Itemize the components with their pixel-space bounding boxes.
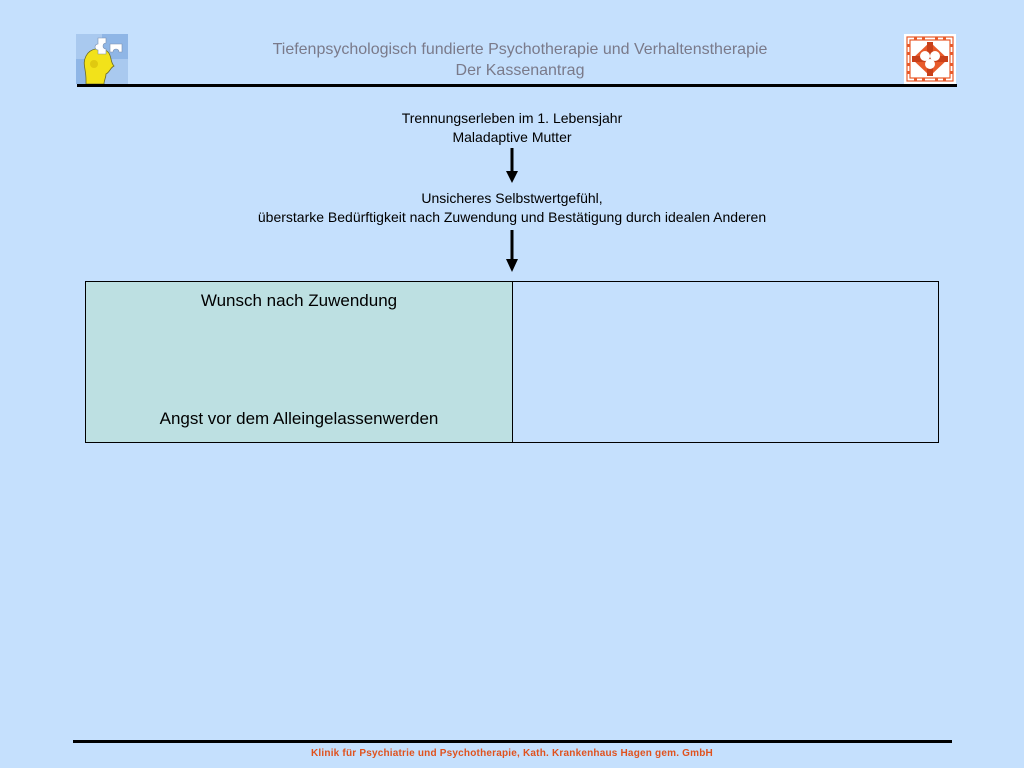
puzzle-head-logo-icon <box>76 34 128 85</box>
header-divider <box>77 84 957 87</box>
wish-text: Wunsch nach Zuwendung <box>200 291 398 310</box>
cross-emblem-logo-icon <box>904 34 956 84</box>
footer-text: Klinik für Psychiatrie und Psychotherapi… <box>311 748 713 759</box>
step1-text: Trennungserleben im 1. Lebensjahr Malada… <box>0 109 1024 147</box>
step1-line1: Trennungserleben im 1. Lebensjahr <box>401 110 623 126</box>
step2-line1: Unsicheres Selbstwertgefühl, <box>421 190 603 206</box>
step2-line2: überstarke Bedürftigkeit nach Zuwendung … <box>257 209 767 225</box>
header-title: Tiefenpsychologisch fundierte Psychother… <box>150 39 890 81</box>
header-title-line1: Tiefenpsychologisch fundierte Psychother… <box>272 41 768 58</box>
arrow-down-icon <box>506 230 518 272</box>
conflict-box: Wunsch nach Zuwendung Angst vor dem Alle… <box>85 281 939 443</box>
step1-line2: Maladaptive Mutter <box>452 129 572 145</box>
header-title-line2: Der Kassenantrag <box>455 62 585 79</box>
conflict-box-right-cell <box>513 282 938 442</box>
footer-divider <box>73 740 952 743</box>
conflict-box-left-cell: Wunsch nach Zuwendung Angst vor dem Alle… <box>86 282 513 442</box>
arrow-down-icon <box>506 148 518 183</box>
fear-text: Angst vor dem Alleingelassenwerden <box>159 409 439 428</box>
step2-text: Unsicheres Selbstwertgefühl, überstarke … <box>0 189 1024 227</box>
